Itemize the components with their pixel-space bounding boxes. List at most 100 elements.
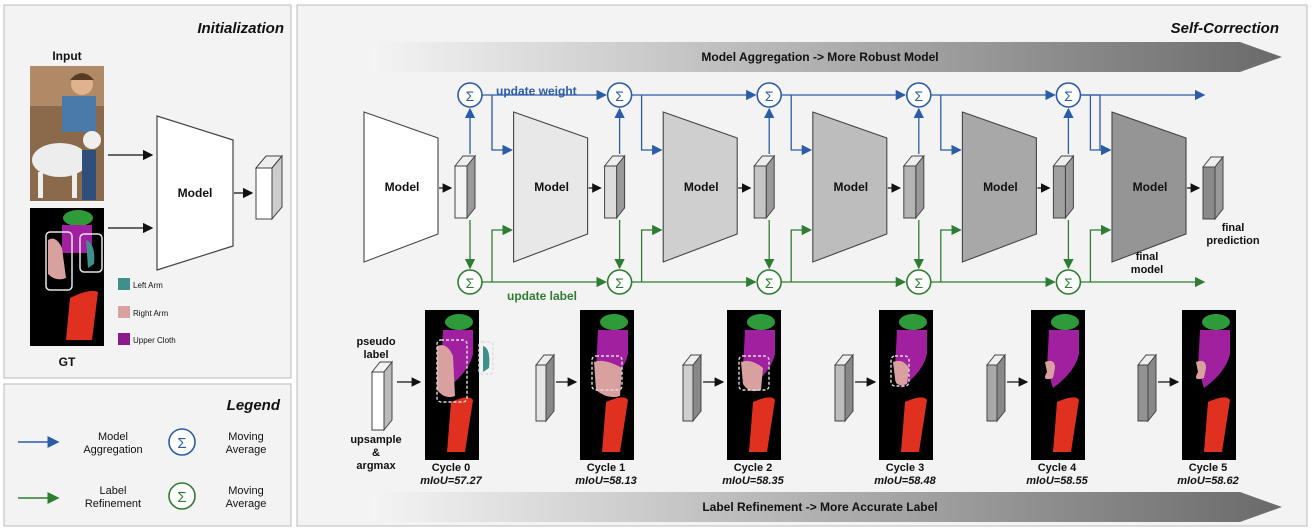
label-sigma-glyph: Σ [466, 275, 475, 291]
gt-legend-left-arm: Left Arm [133, 281, 163, 290]
model-block [812, 111, 888, 263]
model-label: Model [833, 180, 868, 194]
model-label: Model [684, 180, 719, 194]
featuremap [903, 165, 917, 219]
segmap-arm [594, 360, 622, 398]
segmap-box [890, 355, 910, 387]
featuremap-side [466, 154, 476, 220]
update-weight-label: update weight [496, 84, 577, 98]
gt-legend-swatch-upper-cloth [118, 333, 130, 345]
cycle-2-name: Cycle 2 [734, 462, 773, 474]
model-block [662, 111, 738, 263]
featuremap-side [765, 154, 775, 220]
cycle-5-miou: mIoU=58.62 [1177, 475, 1238, 487]
pseudo-map [371, 371, 385, 431]
cycle-5-label-image [1182, 310, 1236, 460]
banner-top-text: Model Aggregation -> More Robust Model [701, 50, 938, 64]
model-label: Model [1133, 180, 1168, 194]
final-weight-arrow [1080, 94, 1112, 156]
gt-legend-swatch-left-arm [118, 278, 130, 290]
self-correction-flow: ModelΣΣModelΣΣModelΣΣModelΣΣModelΣΣModel… [363, 82, 1239, 487]
segmap-box [436, 339, 468, 403]
cycle-4-miou: mIoU=58.55 [1026, 475, 1088, 487]
featuremap [604, 165, 618, 219]
model-block [961, 111, 1037, 263]
segmap-arm [1196, 360, 1206, 380]
weight-feed-arrow [640, 95, 663, 156]
segmap-leg [1204, 397, 1230, 452]
legend-blue-sigma-icon [168, 428, 196, 456]
segmap-hair [1051, 314, 1079, 330]
cycle-4-name: Cycle 4 [1038, 462, 1077, 474]
cycle-1-label-image [580, 310, 634, 460]
segmap-leg [901, 397, 927, 452]
init-title: Initialization [197, 20, 284, 37]
cycle-featuremap [1137, 364, 1149, 422]
segmap-box [591, 355, 623, 391]
gt-legend-right-arm: Right Arm [133, 309, 168, 318]
featuremap [753, 165, 767, 219]
segmap-arm [893, 360, 909, 386]
segmap-hair [747, 314, 775, 330]
segmap-leg [749, 397, 775, 452]
weight-sigma-glyph: Σ [1064, 88, 1073, 104]
cycle-5-name: Cycle 5 [1189, 462, 1228, 474]
input-label: Input [52, 49, 81, 63]
segmap-cloth [1047, 330, 1079, 388]
segmap-right-arm [437, 345, 455, 398]
weight-feed-arrow [790, 95, 813, 156]
cycle-1-miou: mIoU=58.13 [575, 475, 636, 487]
weight-feed-arrow [940, 95, 962, 156]
weight-sigma-glyph: Σ [765, 88, 774, 104]
segmap-box [478, 341, 494, 375]
label-feed-arrow [790, 224, 813, 282]
banner-top [372, 42, 1282, 72]
featuremap-side [1064, 154, 1074, 220]
featuremap [454, 165, 468, 219]
label-feed-arrow [640, 224, 663, 282]
weight-sigma-glyph: Σ [615, 88, 624, 104]
model-block [363, 111, 439, 263]
gt-image [30, 208, 104, 346]
pseudo-map-side [383, 360, 393, 432]
label-sigma-glyph: Σ [765, 275, 774, 291]
featuremap-side [616, 154, 626, 220]
init-model-block [156, 115, 234, 271]
label-feed-arrow [1089, 224, 1112, 282]
cycle-featuremap-side [1147, 353, 1157, 423]
cycle-3-label-image [879, 310, 933, 460]
featuremap-side [915, 154, 925, 220]
model-block [1111, 111, 1187, 263]
banner-bottom [372, 492, 1282, 522]
segmap-leg [447, 397, 473, 452]
cycle-0-name: Cycle 0 [432, 462, 471, 474]
gt-legend-swatch-right-arm [118, 306, 130, 318]
model-label: Model [983, 180, 1018, 194]
legend-title: Legend [227, 397, 281, 414]
segmap-arm [741, 360, 763, 392]
cycle-1-name: Cycle 1 [587, 462, 626, 474]
cycle-3-miou: mIoU=58.48 [874, 475, 936, 487]
segmap-hair [899, 314, 927, 330]
featuremap [1052, 165, 1066, 219]
self-correction-title: Self-Correction [1171, 20, 1279, 37]
model-block [513, 111, 589, 263]
segmap-leg [1053, 397, 1079, 452]
gt-legend-upper-cloth: Upper Cloth [133, 336, 176, 345]
update-label-label: update label [507, 289, 577, 303]
init-output-featuremap [254, 154, 284, 221]
input-image [30, 66, 104, 201]
segmap-hair [445, 314, 473, 330]
init-model-label: Model [178, 186, 213, 200]
featuremap [1202, 166, 1216, 220]
gt-label: GT [59, 355, 76, 369]
weight-sigma-glyph: Σ [914, 88, 923, 104]
